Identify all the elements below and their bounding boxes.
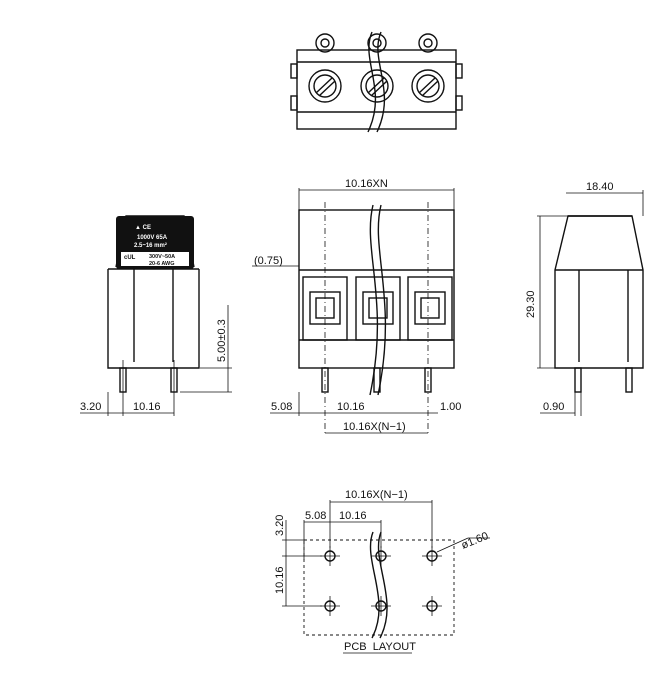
label-ul-rating: 300V~50A	[149, 254, 175, 260]
pcb-layout	[282, 500, 490, 654]
dim-pin-width: 1.00	[440, 401, 461, 413]
ce-mark-icon: ▲ CE	[135, 225, 151, 231]
label-awg: 20-6 AWG	[149, 261, 174, 267]
dim-height: 29.30	[525, 290, 537, 318]
pcb-dim-offset-y: 3.20	[274, 515, 286, 536]
dim-side-offset: 3.20	[80, 401, 101, 413]
pcb-dim-total-pitch: 10.16X(N−1)	[345, 489, 408, 501]
label-wire: 2.5~16 mm²	[134, 242, 167, 249]
pcb-dim-pitch-x: 10.16	[339, 510, 367, 522]
pcb-hole	[371, 596, 391, 616]
dim-right-offset: 0.90	[543, 401, 564, 413]
side-view-left: ▲ CE 1000V 65A 2.5~16 mm² cUL 300V~50A 2…	[80, 215, 232, 416]
dim-pin-length: 5.00±0.3	[216, 319, 228, 362]
side-view-right	[537, 190, 644, 416]
ul-mark-icon: cUL	[124, 255, 136, 261]
pcb-hole	[422, 546, 442, 566]
top-view	[290, 31, 463, 133]
pcb-hole	[371, 546, 391, 566]
pcb-hole	[422, 596, 442, 616]
screw-icon	[360, 69, 394, 103]
screw-icon	[308, 69, 342, 103]
front-view	[252, 188, 455, 436]
dim-front-pitch: 10.16	[337, 401, 365, 413]
dim-side-pitch: 10.16	[133, 401, 161, 413]
pcb-hole	[320, 596, 340, 616]
screw-icon	[411, 69, 445, 103]
pcb-dim-hole: ø1.60	[460, 530, 491, 552]
dim-front-offset: 5.08	[271, 401, 292, 413]
dim-pin-offset: (0.75)	[254, 255, 283, 267]
label-rating: 1000V 65A	[137, 235, 168, 241]
pcb-hole	[320, 546, 340, 566]
pcb-layout-title: PCB LAYOUT	[344, 641, 416, 653]
pcb-dim-pitch-y: 10.16	[274, 566, 286, 594]
dim-pitch-n: 10.16XN	[345, 178, 388, 190]
dim-total-pitch: 10.16X(N−1)	[343, 421, 406, 433]
pcb-dim-offset-x: 5.08	[305, 510, 326, 522]
dim-depth: 18.40	[586, 181, 614, 193]
